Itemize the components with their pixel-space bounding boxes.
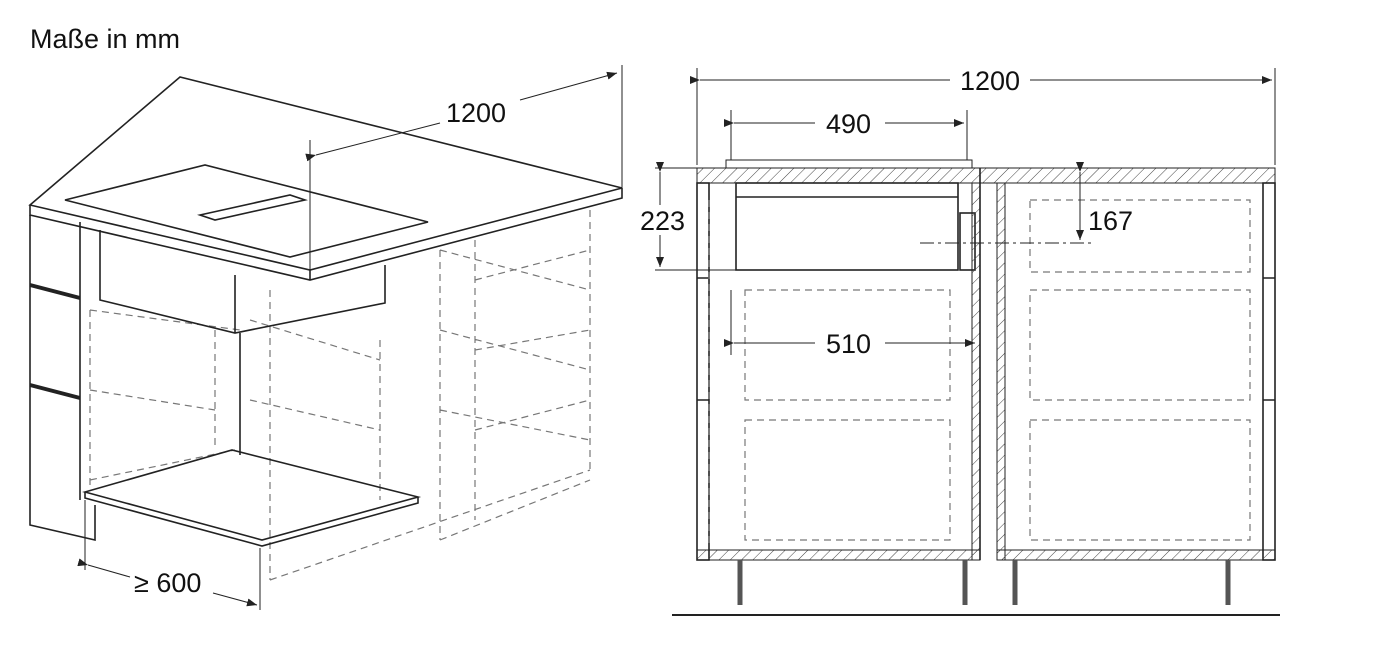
hob-height-label: 223 xyxy=(640,206,685,236)
hob-width-label: 490 xyxy=(826,109,871,139)
total-width-label: 1200 xyxy=(960,66,1020,96)
units-caption: Maße in mm xyxy=(30,24,180,54)
iso-width-label: 1200 xyxy=(446,98,506,128)
isometric-view: 1200 ≥ 600 xyxy=(28,65,623,610)
duct-height-label: 167 xyxy=(1088,206,1133,236)
front-view: 1200 490 223 167 510 xyxy=(640,66,1280,616)
cutout-width-label: 510 xyxy=(826,329,871,359)
iso-depth-label: ≥ 600 xyxy=(134,568,201,598)
